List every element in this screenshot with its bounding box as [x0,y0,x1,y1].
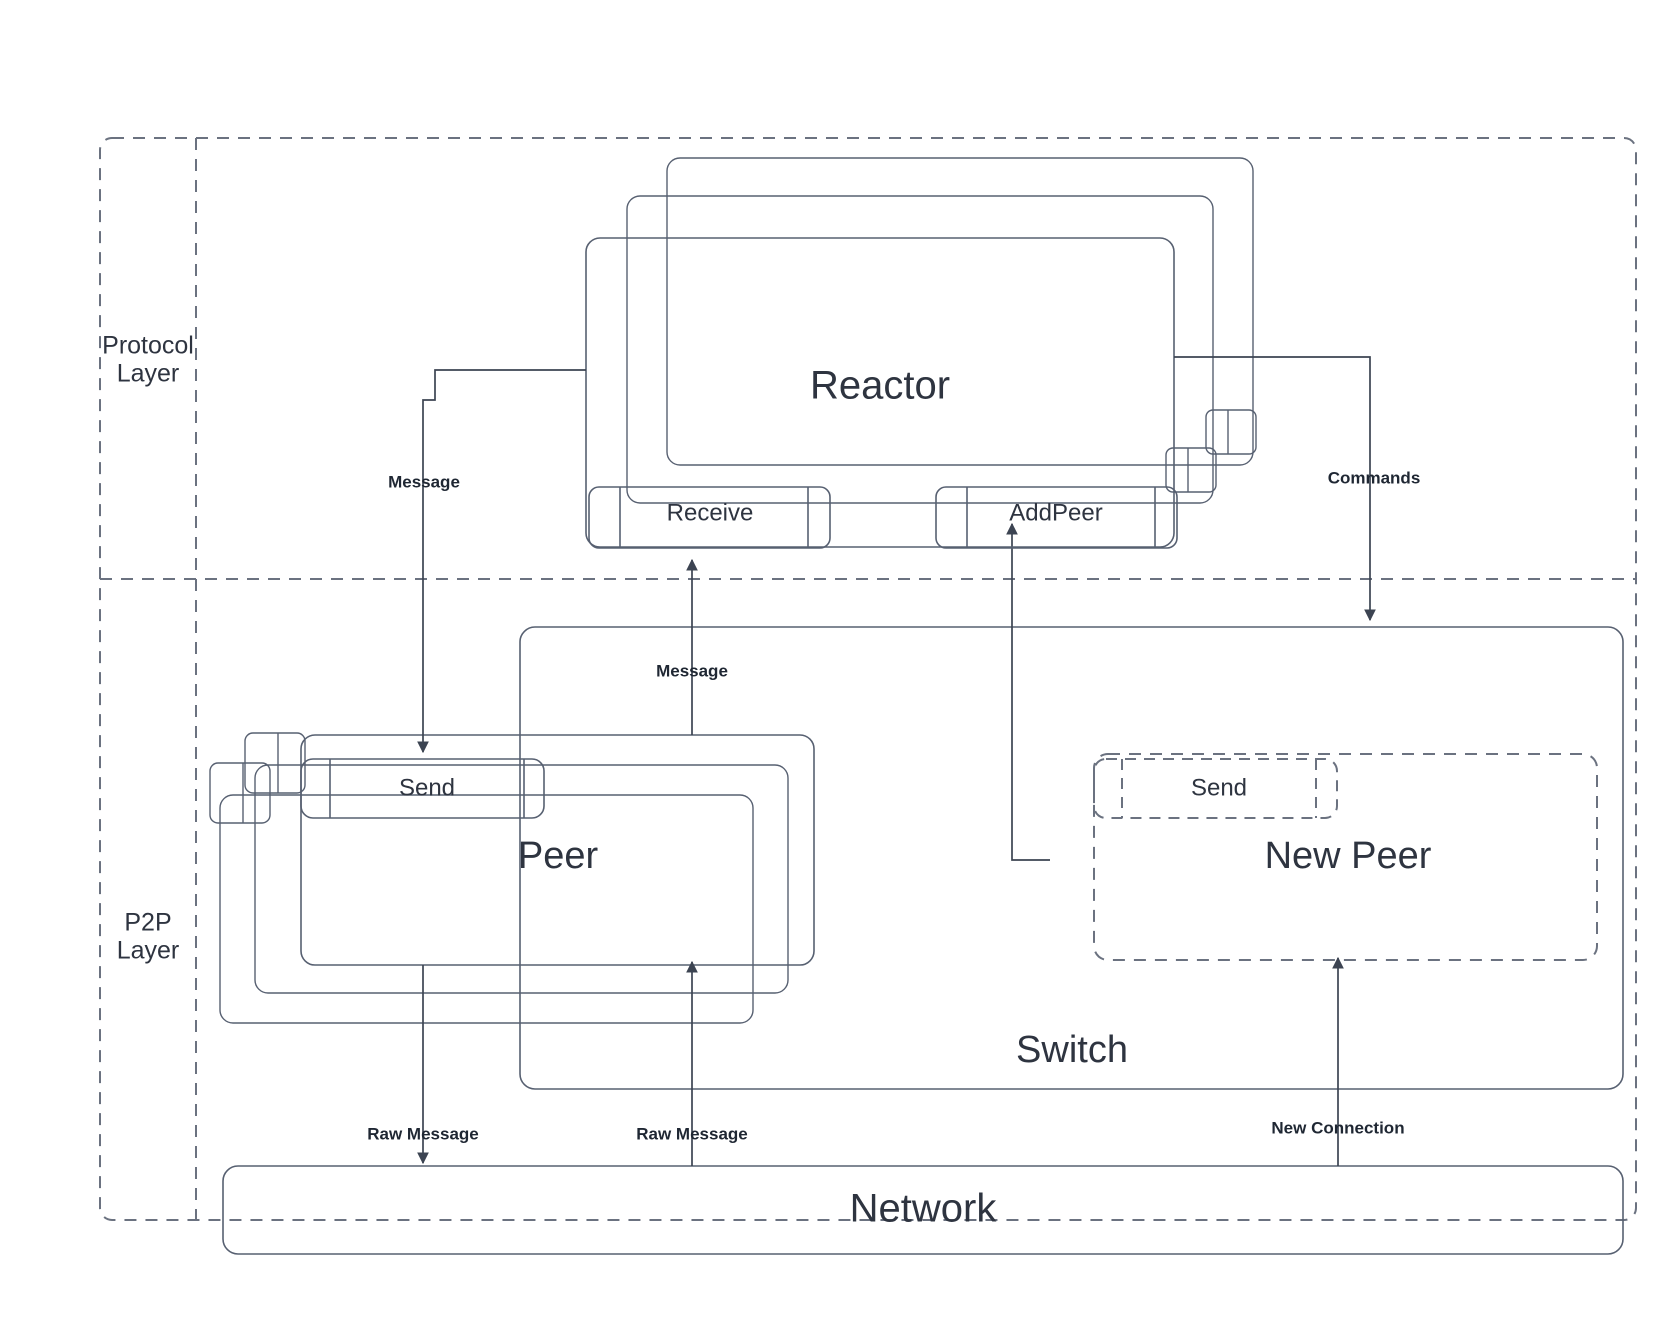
reactor-stack-back [626,157,1257,504]
layer-label-protocol: Protocol Layer [102,332,194,388]
reactor-port-receive-label: Receive [667,499,754,526]
new-peer-port-send[interactable]: Send [1093,758,1338,819]
peer-port-send-label: Send [399,774,455,801]
switch-node[interactable]: Switch [519,626,1624,1090]
p2p-layer-label-line2: Layer [117,937,180,965]
edge-label-message-up: Message [656,661,728,680]
protocol-layer-label-line2: Layer [117,360,180,388]
edge-label-commands: Commands [1328,468,1421,487]
reactor-port-addpeer[interactable]: AddPeer [935,486,1178,549]
new-peer-port-send-label: Send [1191,774,1247,801]
edge-raw-message-up: Raw Message [636,960,748,1166]
edge-label-message-down: Message [388,472,460,491]
edge-new-peer-to-addpeer [1006,522,1050,861]
peer-label: Peer [518,835,599,877]
protocol-layer-label-line1: Protocol [102,332,194,360]
edge-message-reactor-to-peer: Message [388,369,586,754]
edge-label-raw-message-up: Raw Message [636,1124,748,1143]
peer-stack-back [209,732,789,1024]
edge-message-peer-to-receive: Message [656,558,728,735]
new-peer-node[interactable]: New Peer [1093,753,1598,961]
new-peer-label: New Peer [1265,835,1432,877]
reactor-port-addpeer-label: AddPeer [1009,499,1102,526]
network-node[interactable]: Network [222,1165,1624,1255]
edge-new-connection: New Connection [1271,956,1405,1166]
peer-node[interactable]: Peer [300,734,815,966]
layer-label-p2p: P2P Layer [117,909,180,965]
peer-port-send[interactable]: Send [300,758,545,819]
reactor-node[interactable]: Reactor [585,237,1175,548]
reactor-label: Reactor [810,364,950,408]
edge-commands: Commands [1174,356,1421,622]
edge-label-new-connection: New Connection [1271,1118,1404,1137]
edge-raw-message-down: Raw Message [367,965,479,1165]
network-label: Network [850,1187,998,1231]
reactor-port-receive[interactable]: Receive [588,486,831,549]
switch-label: Switch [1016,1029,1128,1071]
p2p-layer-label-line1: P2P [124,909,171,937]
layers-container [99,137,1637,1221]
edge-label-raw-message-down: Raw Message [367,1124,479,1143]
